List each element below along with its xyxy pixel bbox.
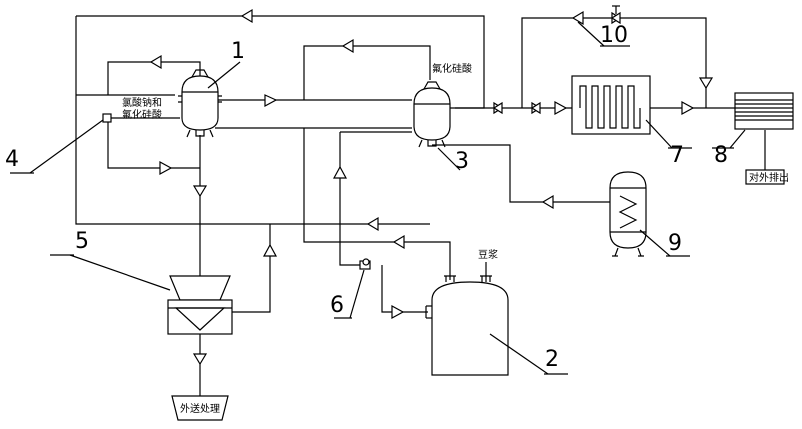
outbound-container: 外送处理 <box>171 395 229 421</box>
label-4: 4 <box>5 147 19 172</box>
meter-4: 4 <box>5 113 112 174</box>
outbound-label: 外送处理 <box>180 402 220 415</box>
label-7: 7 <box>670 143 684 168</box>
label-3: 3 <box>455 149 469 174</box>
pipe-lines <box>75 15 766 396</box>
flow-arrows <box>149 8 714 366</box>
label-10: 10 <box>600 23 628 48</box>
feed-labels: 氯酸钠和 氟化硅酸 氟化硅酸 <box>122 62 472 121</box>
pump-6: 6 <box>330 258 371 319</box>
feed-3-label: 氟化硅酸 <box>432 62 472 75</box>
label-6: 6 <box>330 293 344 318</box>
discharge-label: 对外排出 <box>749 171 789 184</box>
feed-1-line2: 氟化硅酸 <box>122 108 162 121</box>
reactor-3: 3 <box>413 81 469 174</box>
condenser-7: 7 <box>571 75 692 168</box>
feed-1-line1: 氯酸钠和 <box>122 96 162 109</box>
label-1: 1 <box>231 39 245 64</box>
label-5: 5 <box>75 229 89 254</box>
scrubber-8: 8 对外排出 <box>712 92 794 185</box>
tank-2: 豆浆 2 <box>425 248 568 376</box>
heater-9: 9 <box>609 171 690 257</box>
reactor-1: 1 <box>178 39 245 138</box>
label-2: 2 <box>545 347 559 372</box>
label-9: 9 <box>668 231 682 256</box>
filter-5: 5 <box>50 229 233 335</box>
soy-label: 豆浆 <box>478 248 498 261</box>
label-8: 8 <box>714 143 728 168</box>
valves <box>492 5 622 115</box>
bypass-10: 10 <box>577 21 630 48</box>
